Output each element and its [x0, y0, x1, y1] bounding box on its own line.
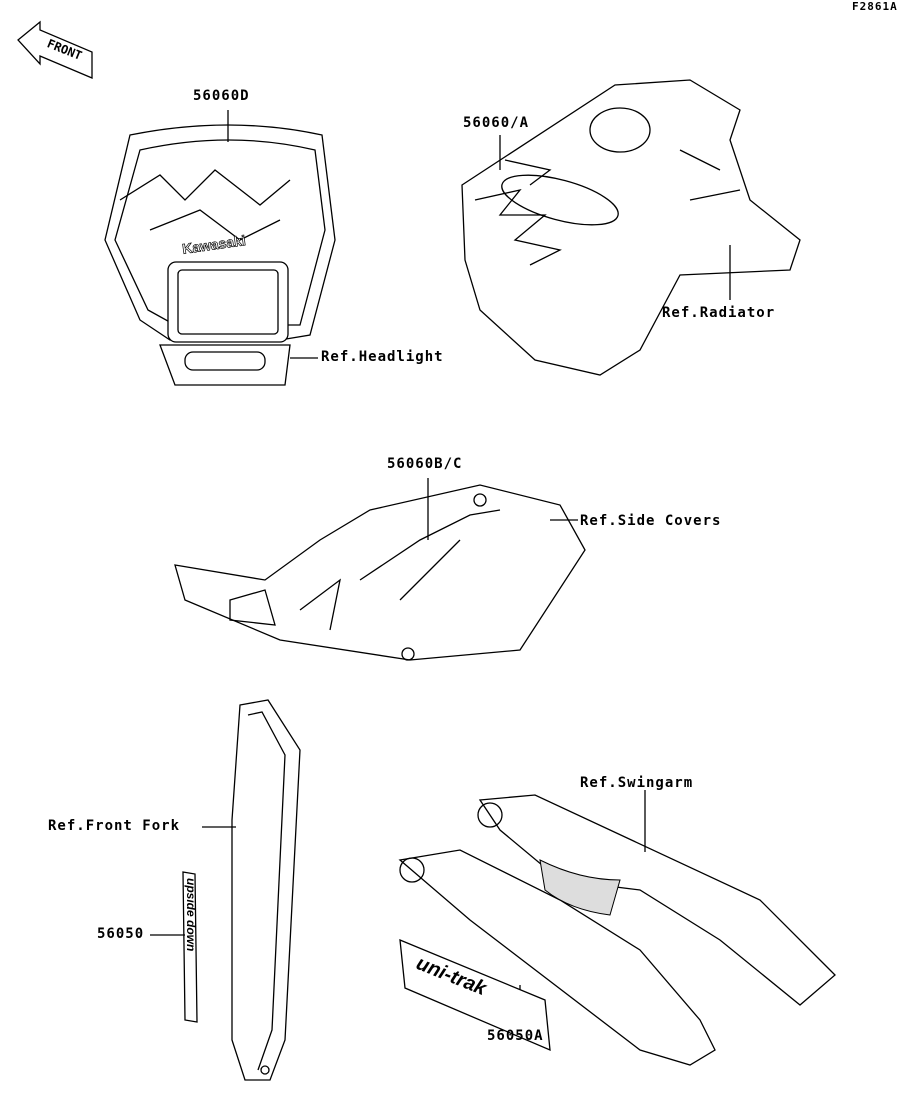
front-arrow-icon: FRONT	[17, 20, 93, 79]
side-cover	[174, 478, 586, 661]
label-56060D: 56060D	[193, 88, 250, 104]
label-ref-swingarm: Ref.Swingarm	[580, 775, 694, 791]
swingarm-decal: uni-trak	[399, 938, 551, 1052]
swingarm	[398, 790, 836, 1066]
label-56060A: 56060/A	[463, 115, 530, 131]
fork-decal: upside down	[150, 871, 198, 1023]
label-ref-side-covers: Ref.Side Covers	[580, 513, 722, 529]
label-56060BC: 56060B/C	[387, 456, 463, 472]
label-56050A: 56050A	[487, 1028, 544, 1044]
label-ref-front-fork: Ref.Front Fork	[48, 818, 181, 834]
figure-id: F2861A	[852, 0, 898, 13]
label-ref-radiator: Ref.Radiator	[662, 305, 776, 321]
headlight-assembly: Kawasaki	[104, 110, 336, 386]
radiator-shroud	[461, 79, 801, 376]
label-ref-headlight: Ref.Headlight	[321, 349, 444, 365]
front-fork-guard	[202, 699, 301, 1081]
label-56050: 56050	[97, 926, 145, 942]
svg-text:upside down: upside down	[184, 878, 198, 951]
